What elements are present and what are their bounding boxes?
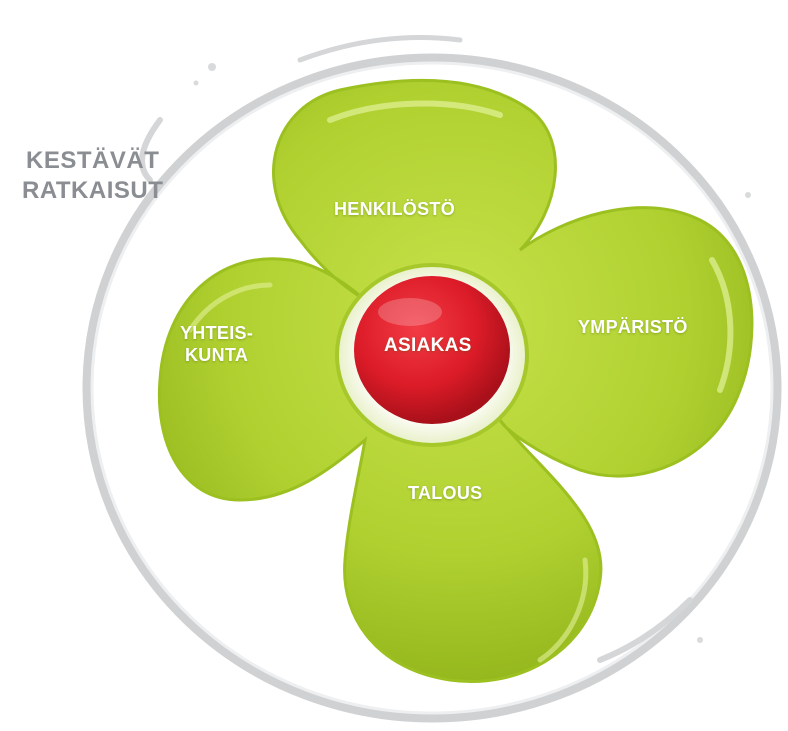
petal-label-left-line-2: KUNTA — [184, 345, 249, 365]
petal-label-right: YMPÄRISTÖ — [578, 317, 688, 337]
center-circle — [354, 276, 510, 424]
petal-label-left: YHTEIS- KUNTA — [180, 322, 253, 366]
petal-label-top: HENKILÖSTÖ — [334, 199, 456, 219]
outer-ring — [82, 35, 782, 723]
center-label: ASIAKAS — [384, 335, 472, 356]
petal-label-left-line-1: YHTEIS- — [180, 323, 254, 343]
petal-label-bottom: TALOUS — [408, 483, 483, 503]
sustainable-solutions-title: KESTÄVÄT RATKAISUT — [22, 146, 163, 206]
title-line-2: RATKAISUT — [22, 177, 164, 204]
title-line-1: KESTÄVÄT — [26, 147, 160, 174]
